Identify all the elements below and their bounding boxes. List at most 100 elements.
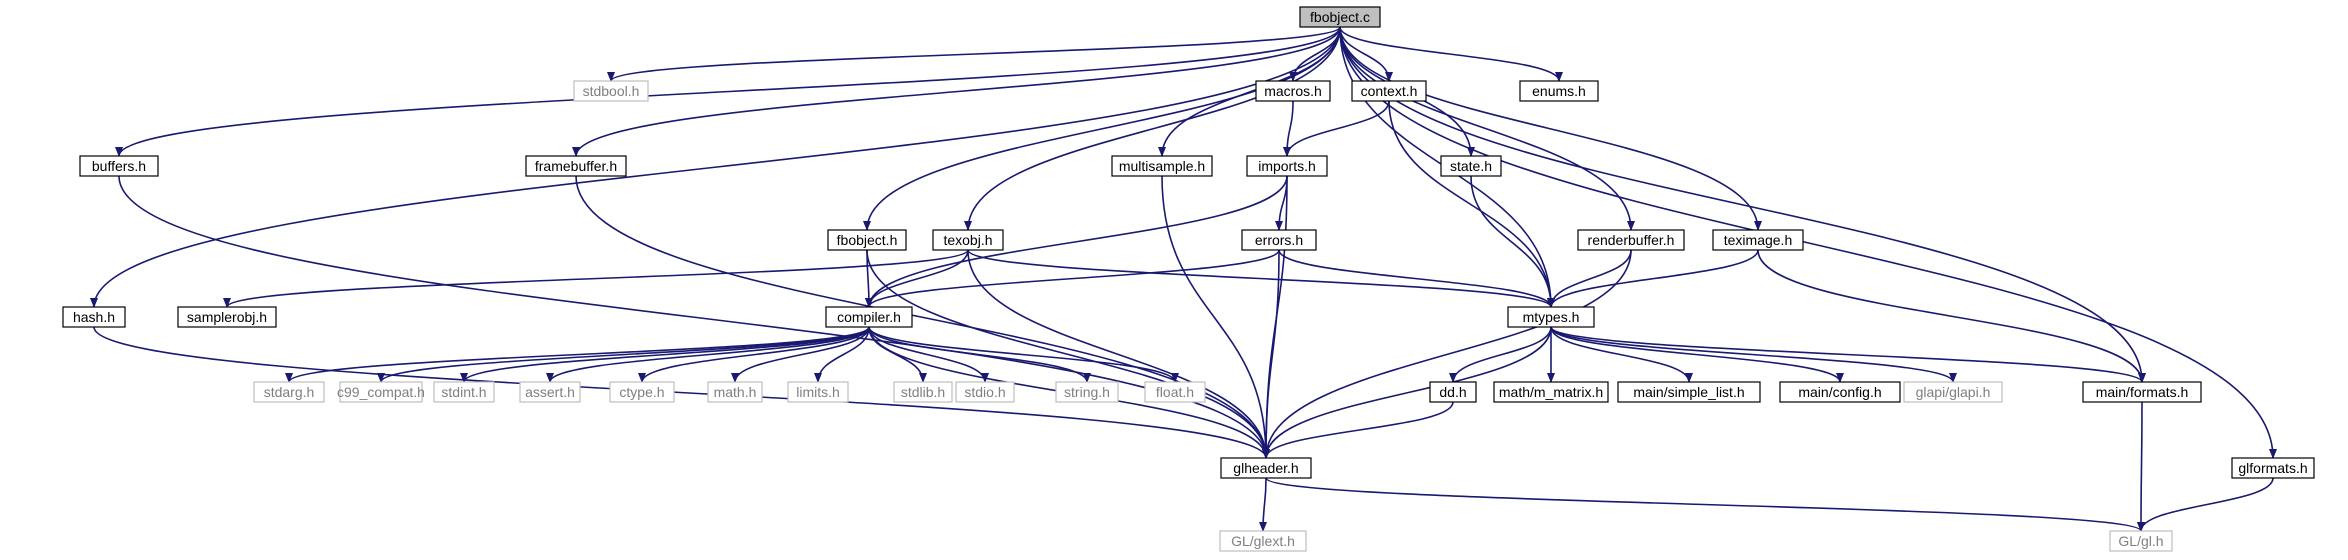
node-state-h[interactable]: state.h [1440, 155, 1502, 177]
node-enums-h[interactable]: enums.h [1519, 80, 1599, 102]
node-compiler-h[interactable]: compiler.h [825, 306, 913, 328]
node-stdint-h: stdint.h [433, 381, 495, 403]
edge-fbobject_c-to-framebuffer_h [572, 26, 1341, 157]
node-box [339, 381, 423, 403]
node-box [1246, 155, 1328, 177]
edge-context_h-to-mtypes_h [1388, 100, 1555, 308]
node-multisample-h[interactable]: multisample.h [1111, 155, 1213, 177]
edge-fbobject_c-to-stdbool_h [607, 26, 1341, 82]
node-framebuffer-h[interactable]: framebuffer.h [525, 155, 627, 177]
node-m-matrix-h[interactable]: math/m_matrix.h [1493, 381, 1609, 403]
node-fbobject-h[interactable]: fbobject.h [827, 229, 907, 251]
edge-glheader_h-to-gl_h [1265, 477, 2145, 532]
node-box [519, 381, 581, 403]
edge-compiler_h-to-assert_h [546, 326, 870, 383]
edge-texobj_h-to-glheader_h [967, 249, 1270, 459]
node-box [1219, 530, 1307, 552]
node-renderbuffer-h[interactable]: renderbuffer.h [1577, 229, 1685, 251]
node-glext-h: GL/glext.h [1219, 530, 1307, 552]
node-box [1712, 229, 1804, 251]
node-label: main/formats.h [2096, 384, 2189, 400]
node-simple-list-h[interactable]: main/simple_list.h [1617, 381, 1761, 403]
node-context-h[interactable]: context.h [1351, 80, 1427, 102]
node-label: hash.h [73, 309, 115, 325]
node-box [1241, 229, 1317, 251]
node-fbobject-c[interactable]: fbobject.c [1299, 6, 1381, 28]
node-label: main/config.h [1798, 384, 1881, 400]
node-buffers-h[interactable]: buffers.h [79, 155, 159, 177]
edge-renderbuffer_h-to-mtypes_h [1547, 249, 1632, 308]
edge-fbobject_c-to-enums_h [1339, 26, 1563, 82]
node-label: stdlib.h [901, 384, 945, 400]
edge-compiler_h-to-float_h [868, 326, 1179, 383]
node-box [177, 306, 277, 328]
node-glformats-h[interactable]: glformats.h [2231, 457, 2315, 479]
node-label: multisample.h [1119, 158, 1205, 174]
node-label: texobj.h [943, 232, 992, 248]
node-box [2231, 457, 2315, 479]
node-glapi-h: glapi/glapi.h [1903, 381, 2003, 403]
node-label: renderbuffer.h [1588, 232, 1675, 248]
node-box [707, 381, 763, 403]
node-box [1507, 306, 1595, 328]
node-label: glapi/glapi.h [1916, 384, 1991, 400]
node-dd-h[interactable]: dd.h [1429, 381, 1477, 403]
edge-imports_h-to-compiler_h [865, 175, 1288, 308]
node-box [827, 229, 907, 251]
node-label: stdbool.h [583, 83, 640, 99]
node-teximage-h[interactable]: teximage.h [1712, 229, 1804, 251]
edge-glheader_h-to-glext_h [1259, 477, 1268, 532]
node-samplerobj-h[interactable]: samplerobj.h [177, 306, 277, 328]
node-label: assert.h [525, 384, 575, 400]
node-label: ctype.h [619, 384, 664, 400]
node-stdio-h: stdio.h [955, 381, 1015, 403]
node-glheader-h[interactable]: glheader.h [1220, 457, 1312, 479]
node-label: GL/gl.h [2118, 533, 2163, 549]
edge-multisample_h-to-glheader_h [1161, 175, 1270, 459]
node-label: c99_compat.h [337, 384, 425, 400]
edge-dd_h-to-glheader_h [1262, 401, 1454, 459]
edge-compiler_h-to-ctype_h [638, 326, 870, 383]
edges [90, 26, 2277, 532]
node-mtypes-h[interactable]: mtypes.h [1507, 306, 1595, 328]
edge-fbobject_c-to-glformats_h [1339, 26, 2277, 459]
node-label: float.h [1156, 384, 1194, 400]
edge-fbobject_c-to-buffers_h [115, 26, 1341, 157]
edge-hash_h-to-glheader_h [93, 326, 1270, 459]
edge-context_h-to-imports_h [1283, 100, 1390, 157]
node-config-h[interactable]: main/config.h [1779, 381, 1901, 403]
edge-formats_h-to-gl_h [2137, 401, 2146, 532]
edge-fbobject_c-to-multisample_h [1158, 26, 1341, 157]
node-label: stdint.h [441, 384, 486, 400]
edge-fbobject_c-to-teximage_h [1339, 26, 1762, 231]
node-box [955, 381, 1015, 403]
edge-compiler_h-to-string_h [868, 326, 1091, 383]
edge-texobj_h-to-mtypes_h [967, 249, 1555, 308]
node-box [1519, 80, 1599, 102]
edge-compiler_h-to-c99_compat_h [377, 326, 870, 383]
node-formats-h[interactable]: main/formats.h [2082, 381, 2202, 403]
edge-mtypes_h-to-simple_list_h [1550, 326, 1693, 383]
edge-fbobject_c-to-renderbuffer_h [1339, 26, 1635, 231]
node-box [573, 80, 649, 102]
node-stdarg-h: stdarg.h [253, 381, 325, 403]
node-box [1779, 381, 1901, 403]
edge-compiler_h-to-limits_h [814, 326, 870, 383]
node-hash-h[interactable]: hash.h [62, 306, 126, 328]
node-assert-h: assert.h [519, 381, 581, 403]
edge-compiler_h-to-math_h [731, 326, 870, 383]
edge-fbobject_c-to-macros_h [1289, 26, 1341, 82]
node-label: dd.h [1439, 384, 1466, 400]
node-ctype-h: ctype.h [609, 381, 675, 403]
node-label: stdarg.h [264, 384, 315, 400]
node-imports-h[interactable]: imports.h [1246, 155, 1328, 177]
node-box [433, 381, 495, 403]
node-macros-h[interactable]: macros.h [1255, 80, 1331, 102]
node-label: main/simple_list.h [1633, 384, 1744, 400]
node-box [1903, 381, 2003, 403]
node-errors-h[interactable]: errors.h [1241, 229, 1317, 251]
node-texobj-h[interactable]: texobj.h [932, 229, 1004, 251]
node-box [1493, 381, 1609, 403]
node-label: glheader.h [1233, 460, 1298, 476]
node-box [1429, 381, 1477, 403]
